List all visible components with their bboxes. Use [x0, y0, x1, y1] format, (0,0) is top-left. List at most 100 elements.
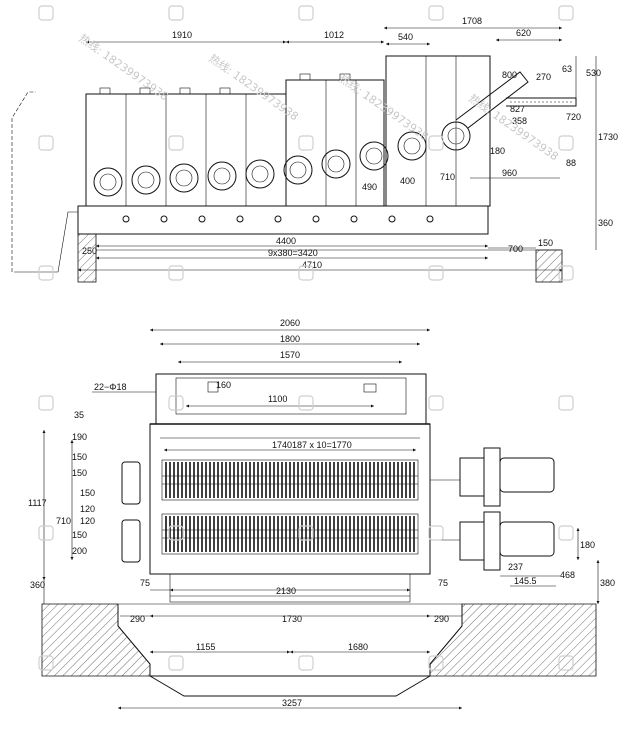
watermark-logo	[558, 135, 574, 151]
dim-2060: 2060	[280, 318, 300, 328]
watermark-logo	[428, 395, 444, 411]
watermark-logo	[298, 655, 314, 671]
watermark-logo	[558, 395, 574, 411]
watermark-logo	[298, 395, 314, 411]
dim-1730: 1730	[282, 614, 302, 624]
dim-1100: 1100	[268, 394, 287, 404]
front-elevation-view: 2060 1800 1570 160 1100 22−Φ18 35 190 15…	[28, 318, 615, 710]
watermark-logo	[38, 5, 54, 21]
watermark-logo	[168, 525, 184, 541]
watermark-logo	[298, 135, 314, 151]
watermark-logo	[298, 525, 314, 541]
dim-187x10: 187 x 10=1770	[292, 440, 352, 450]
dim-400: 400	[400, 176, 415, 186]
dim-827: 827	[510, 104, 525, 114]
dim-540: 540	[398, 32, 413, 42]
dim-960: 960	[502, 168, 517, 178]
dim-150: 150	[538, 238, 553, 248]
dim-490: 490	[362, 182, 377, 192]
dim-120-b: 120	[80, 516, 95, 526]
watermark-logo	[168, 395, 184, 411]
dim-1910: 1910	[172, 30, 192, 40]
dim-63: 63	[562, 64, 572, 74]
watermark-logo	[558, 525, 574, 541]
watermark-logo	[428, 525, 444, 541]
dim-1680: 1680	[348, 642, 368, 652]
watermark-logo	[428, 135, 444, 151]
watermark-logo	[298, 5, 314, 21]
dim-1570: 1570	[280, 350, 300, 360]
watermark-logo	[558, 655, 574, 671]
dim-22phi18: 22−Φ18	[94, 382, 126, 392]
watermark-logo	[428, 655, 444, 671]
watermark-logo	[38, 265, 54, 281]
watermark-logo	[38, 395, 54, 411]
dim-710: 710	[56, 516, 71, 526]
right-motor-upper	[499, 457, 555, 493]
dim-35: 35	[74, 410, 84, 420]
dim-358: 358	[512, 116, 527, 126]
dim-150-d: 150	[72, 530, 87, 540]
dim-1117: 1117	[28, 498, 47, 508]
watermark-logo	[38, 525, 54, 541]
dim-150-c: 150	[80, 488, 95, 498]
dim-190: 190	[72, 432, 87, 442]
dim-1012: 1012	[324, 30, 344, 40]
dim-4400: 4400	[276, 236, 296, 246]
watermark-logo	[428, 5, 444, 21]
dim-1155: 1155	[196, 642, 215, 652]
dim-180: 180	[580, 540, 595, 550]
dim-120-a: 120	[80, 504, 95, 514]
dim-700: 700	[508, 244, 523, 254]
dim-180: 180	[490, 146, 505, 156]
dim-290-b: 290	[434, 614, 449, 624]
watermark-logo	[168, 655, 184, 671]
dim-75-a: 75	[140, 578, 150, 588]
dim-2130: 2130	[276, 586, 296, 596]
base-bolts	[122, 215, 434, 223]
dim-237: 237	[508, 562, 523, 572]
dim-1730: 1730	[598, 132, 618, 142]
watermark-phone: 热线: 18239973938	[206, 51, 301, 123]
dim-150-a: 150	[72, 452, 87, 462]
dim-250: 250	[82, 246, 97, 256]
dim-1708: 1708	[462, 16, 482, 26]
dim-800: 800	[502, 70, 517, 80]
watermark-logo	[298, 265, 314, 281]
dim-360: 360	[30, 580, 45, 590]
left-motor-lower	[121, 519, 141, 563]
side-elevation-view: 1910 1012 540 1708 620 530 63 800 270 82…	[11, 16, 618, 283]
tines-upper	[165, 462, 415, 498]
watermark-logo	[168, 135, 184, 151]
dim-380: 380	[600, 578, 615, 588]
dim-620: 620	[516, 28, 531, 38]
dim-200: 200	[72, 546, 87, 556]
dim-75-b: 75	[438, 578, 448, 588]
right-gearbox-lower	[459, 521, 485, 561]
dim-145-5: 145.5	[514, 576, 537, 586]
watermark-logo	[428, 265, 444, 281]
watermark-logo	[558, 5, 574, 21]
tines-lower	[165, 516, 415, 552]
drum-row	[93, 121, 471, 197]
right-gearbox-upper	[459, 457, 485, 497]
watermark-logo	[168, 5, 184, 21]
dim-710: 710	[440, 172, 455, 182]
dim-1800: 1800	[280, 334, 300, 344]
left-motor-upper	[121, 461, 141, 505]
dim-290-a: 290	[130, 614, 145, 624]
watermark-logo	[38, 655, 54, 671]
dim-150-b: 150	[72, 468, 87, 478]
dim-530: 530	[586, 68, 601, 78]
dim-468: 468	[560, 570, 575, 580]
right-motor-lower	[499, 521, 555, 557]
watermark-logo	[558, 265, 574, 281]
dim-9x380: 9x380=3420	[268, 248, 318, 258]
dim-160: 160	[216, 380, 231, 390]
dim-4710: 4710	[302, 260, 322, 270]
dim-720: 720	[566, 112, 581, 122]
dim-3257: 3257	[282, 698, 302, 708]
dim-88: 88	[566, 158, 576, 168]
